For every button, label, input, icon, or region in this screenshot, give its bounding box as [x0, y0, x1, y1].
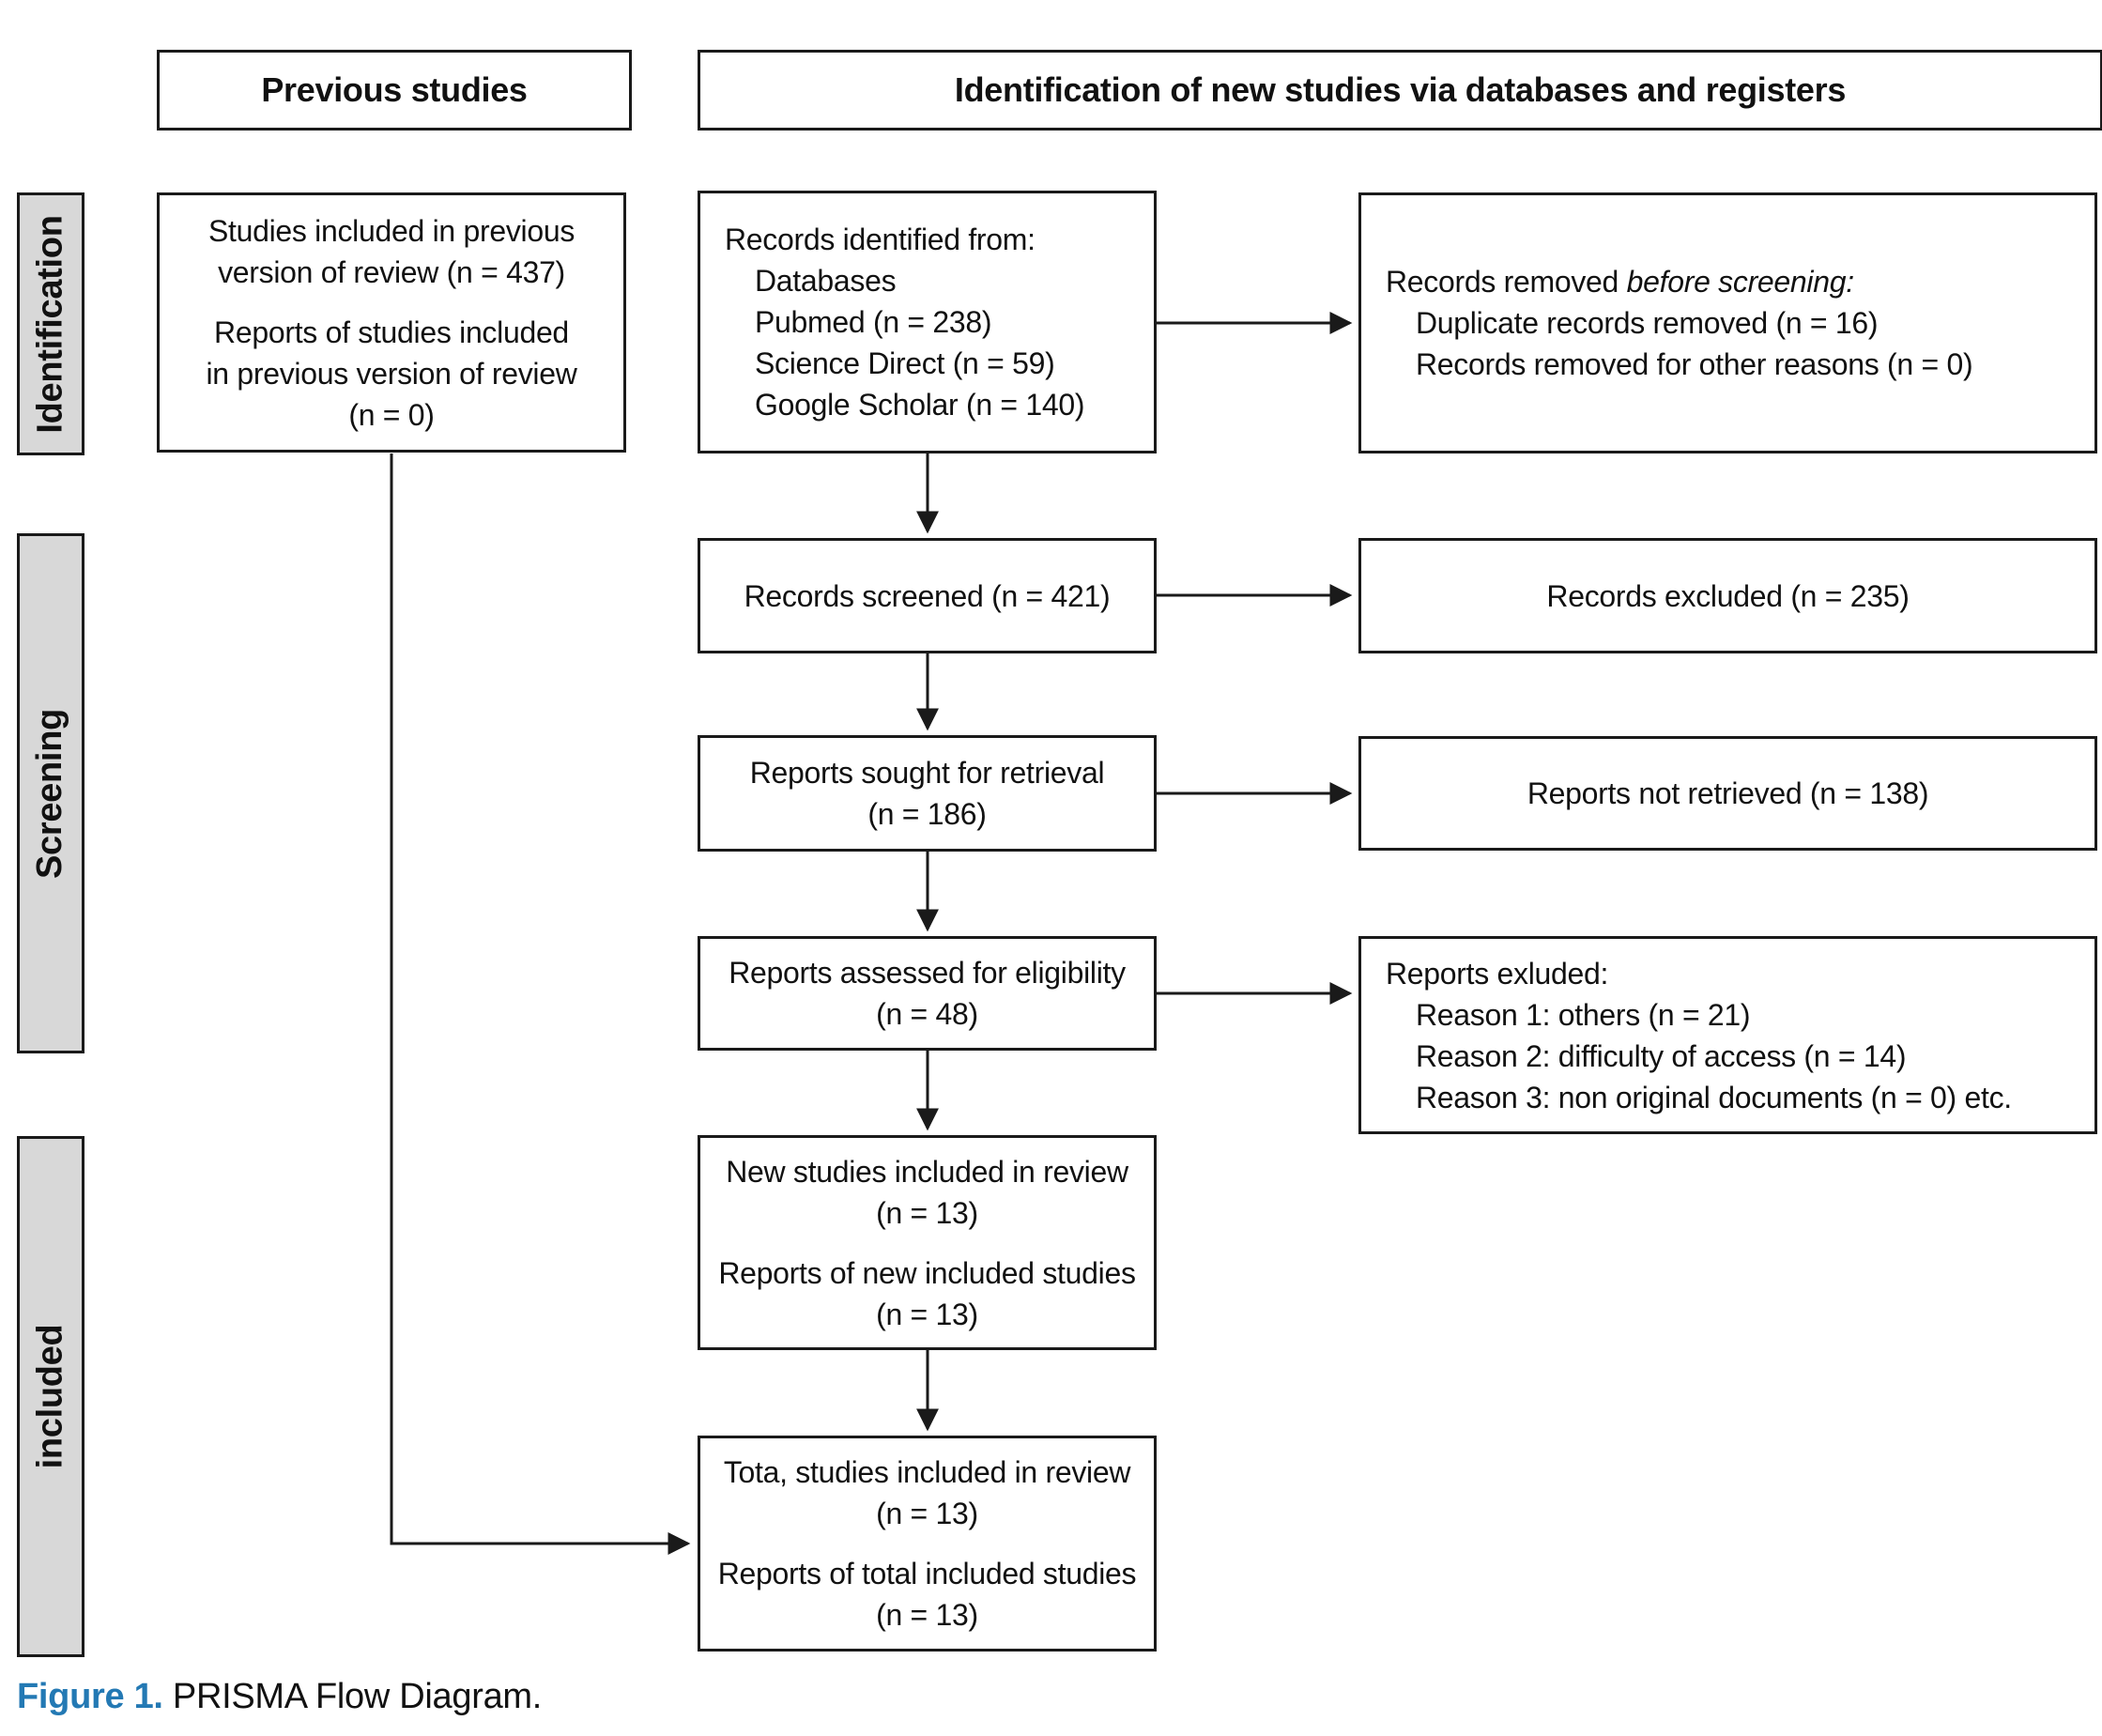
previous-included-paragraph-2: Reports of studies included in previous …: [206, 312, 576, 436]
phase-bar-screening: Screening: [17, 533, 84, 1053]
header-identification-new-studies-label: Identification of new studies via databa…: [954, 70, 1847, 109]
box-records-removed: Records removed before screening: Duplic…: [1358, 192, 2097, 453]
reports-not-retrieved-label: Reports not retrieved (n = 138): [1527, 776, 1929, 810]
records-removed-item: Records removed for other reasons (n = 0…: [1416, 347, 1973, 381]
records-identified-item: Google Scholar (n = 140): [755, 388, 1085, 422]
text-line: Reports assessed for eligibility: [729, 956, 1126, 990]
text-line: (n = 13): [876, 1598, 978, 1632]
phase-label-screening: Screening: [30, 708, 70, 879]
text-line: (n = 48): [876, 997, 978, 1031]
phase-bar-included: included: [17, 1136, 84, 1657]
figure-caption-label: Figure 1.: [17, 1677, 163, 1716]
box-previous-studies-included: Studies included in previous version of …: [157, 192, 626, 453]
text-line: (n = 13): [876, 1297, 978, 1331]
total-studies-paragraph-1: Tota, studies included in review (n = 13…: [723, 1452, 1131, 1534]
header-previous-studies-label: Previous studies: [261, 70, 528, 109]
records-identified-item: Databases: [755, 264, 897, 298]
text-line: Reports of new included studies: [718, 1255, 1136, 1290]
records-identified-item: Science Direct (n = 59): [755, 346, 1055, 380]
text-line: (n = 13): [876, 1195, 978, 1230]
box-records-excluded: Records excluded (n = 235): [1358, 538, 2097, 653]
text-line: Reports of studies included: [214, 315, 569, 349]
box-records-screened: Records screened (n = 421): [698, 538, 1157, 653]
text-line: (n = 13): [876, 1497, 978, 1530]
reports-excluded-label: Reports exluded:: [1386, 956, 1609, 991]
reports-excluded-item: Reason 1: others (n = 21): [1416, 997, 1751, 1032]
records-screened-label: Records screened (n = 421): [744, 578, 1111, 613]
text-line: Tota, studies included in review: [723, 1455, 1131, 1489]
box-total-studies-included: Tota, studies included in review (n = 13…: [698, 1436, 1157, 1652]
text-line: version of review (n = 437): [218, 254, 565, 289]
text-line: (n = 186): [867, 797, 987, 831]
reports-excluded-item: Reason 2: difficulty of access (n = 14): [1416, 1038, 1907, 1073]
box-reports-not-retrieved: Reports not retrieved (n = 138): [1358, 736, 2097, 851]
reports-excluded-item: Reason 3: non original documents (n = 0)…: [1416, 1080, 2012, 1114]
box-records-identified: Records identified from: Databases Pubme…: [698, 191, 1157, 453]
header-previous-studies: Previous studies: [157, 50, 632, 131]
text-line: Reports sought for retrieval: [749, 756, 1105, 790]
box-new-studies-included: New studies included in review (n = 13) …: [698, 1135, 1157, 1350]
text-line: New studies included in review: [726, 1154, 1128, 1189]
text-line: Studies included in previous: [207, 213, 575, 248]
records-identified-item: Pubmed (n = 238): [755, 305, 992, 339]
records-removed-label: Records removed before screening:: [1386, 261, 1854, 302]
phase-bar-identification: Identification: [17, 192, 84, 455]
phase-label-included: included: [30, 1324, 70, 1469]
text-line: Reports of total included studies: [717, 1557, 1137, 1590]
new-studies-paragraph-1: New studies included in review (n = 13): [726, 1151, 1128, 1234]
new-studies-paragraph-2: Reports of new included studies (n = 13): [718, 1252, 1136, 1335]
records-removed-label-italic: before screening:: [1626, 265, 1854, 299]
text-line: (n = 0): [348, 397, 435, 432]
figure-caption-text: PRISMA Flow Diagram.: [162, 1677, 543, 1716]
records-identified-label: Records identified from:: [725, 223, 1036, 256]
total-studies-paragraph-2: Reports of total included studies (n = 1…: [717, 1553, 1137, 1636]
box-reports-sought: Reports sought for retrieval (n = 186): [698, 735, 1157, 852]
box-reports-assessed: Reports assessed for eligibility (n = 48…: [698, 936, 1157, 1051]
figure-caption: Figure 1. PRISMA Flow Diagram.: [17, 1677, 542, 1717]
previous-included-paragraph-1: Studies included in previous version of …: [208, 210, 575, 293]
records-excluded-label: Records excluded (n = 235): [1546, 578, 1910, 613]
phase-label-identification: Identification: [30, 214, 70, 434]
box-reports-excluded: Reports exluded: Reason 1: others (n = 2…: [1358, 936, 2097, 1134]
header-identification-new-studies: Identification of new studies via databa…: [698, 50, 2102, 131]
records-removed-item: Duplicate records removed (n = 16): [1416, 306, 1879, 340]
text-line: in previous version of review: [206, 356, 577, 391]
records-removed-label-prefix: Records removed: [1386, 265, 1627, 299]
